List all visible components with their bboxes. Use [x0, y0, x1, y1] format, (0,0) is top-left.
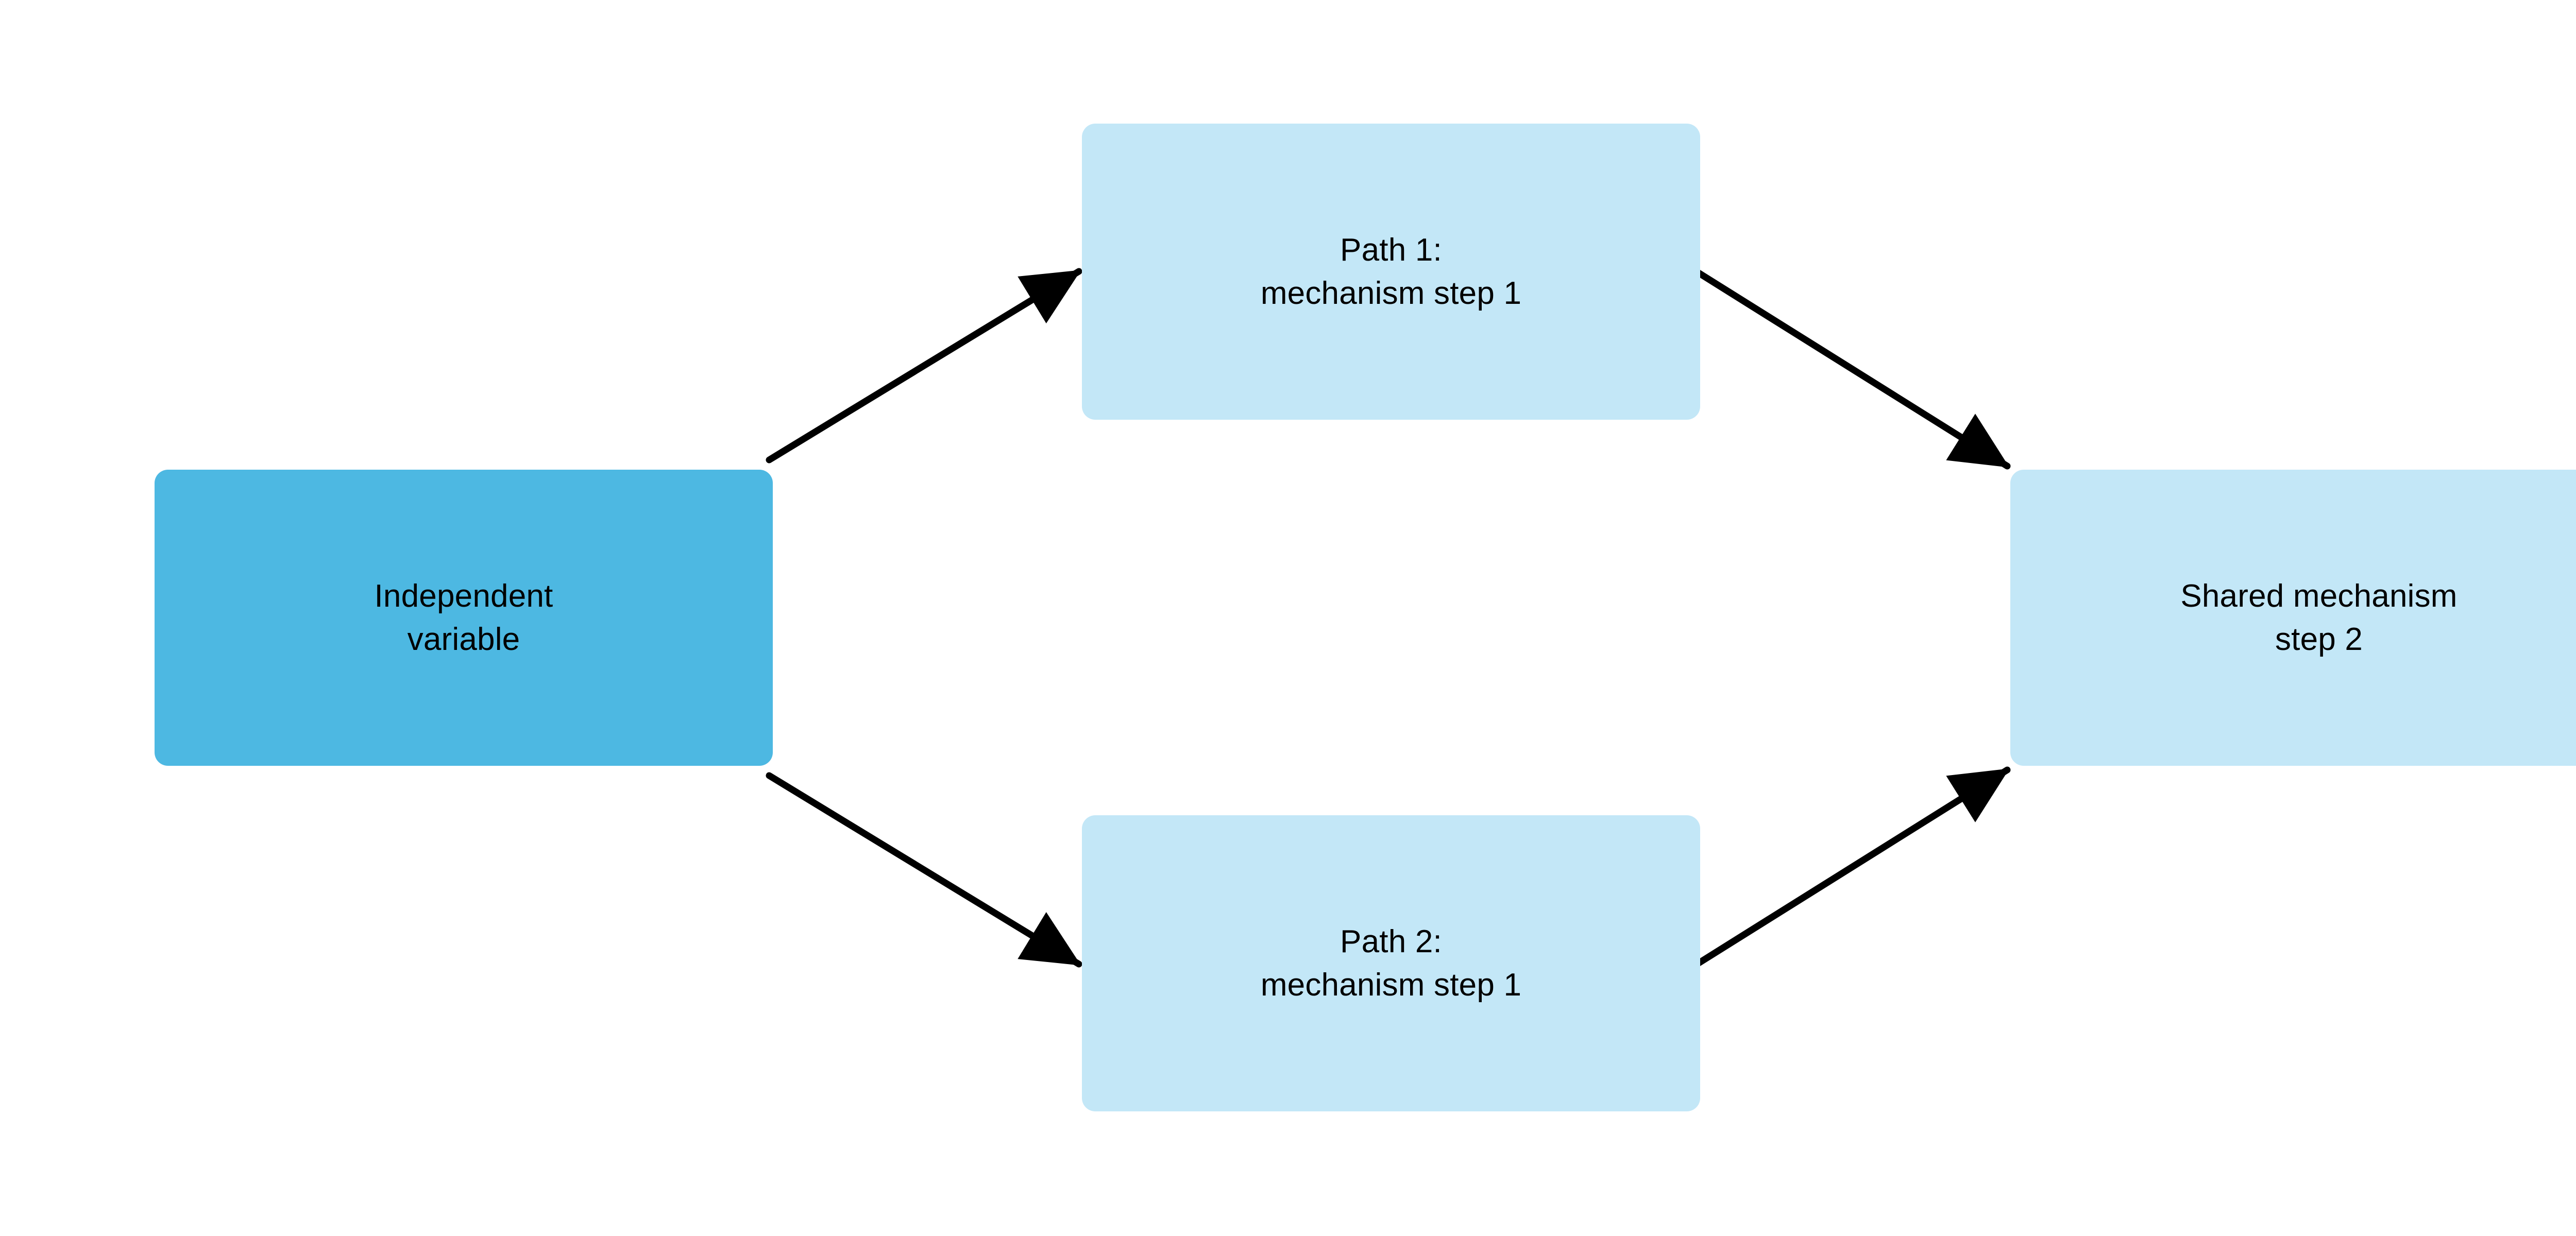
edge-path1-to-shared: [1693, 268, 2011, 470]
node-independent-variable[interactable]: Independent variable: [155, 470, 773, 766]
node-path1-mechanism-step-1[interactable]: Path 1: mechanism step 1: [1082, 124, 1700, 420]
node-path2-mechanism-step-1-label: Path 2: mechanism step 1: [1260, 923, 1522, 1003]
edge-independent-to-path1: [766, 268, 1082, 464]
edge-independent-to-path2: [766, 772, 1082, 968]
node-shared-mechanism-step-2[interactable]: Shared mechanism step 2: [2010, 470, 2576, 766]
edge-path2-to-shared: [1693, 766, 2011, 968]
node-independent-variable-label: Independent variable: [374, 578, 553, 657]
node-path2-mechanism-step-1[interactable]: Path 2: mechanism step 1: [1082, 815, 1700, 1111]
node-path1-mechanism-step-1-label: Path 1: mechanism step 1: [1260, 232, 1522, 311]
node-shared-mechanism-step-2-label: Shared mechanism step 2: [2180, 578, 2458, 657]
